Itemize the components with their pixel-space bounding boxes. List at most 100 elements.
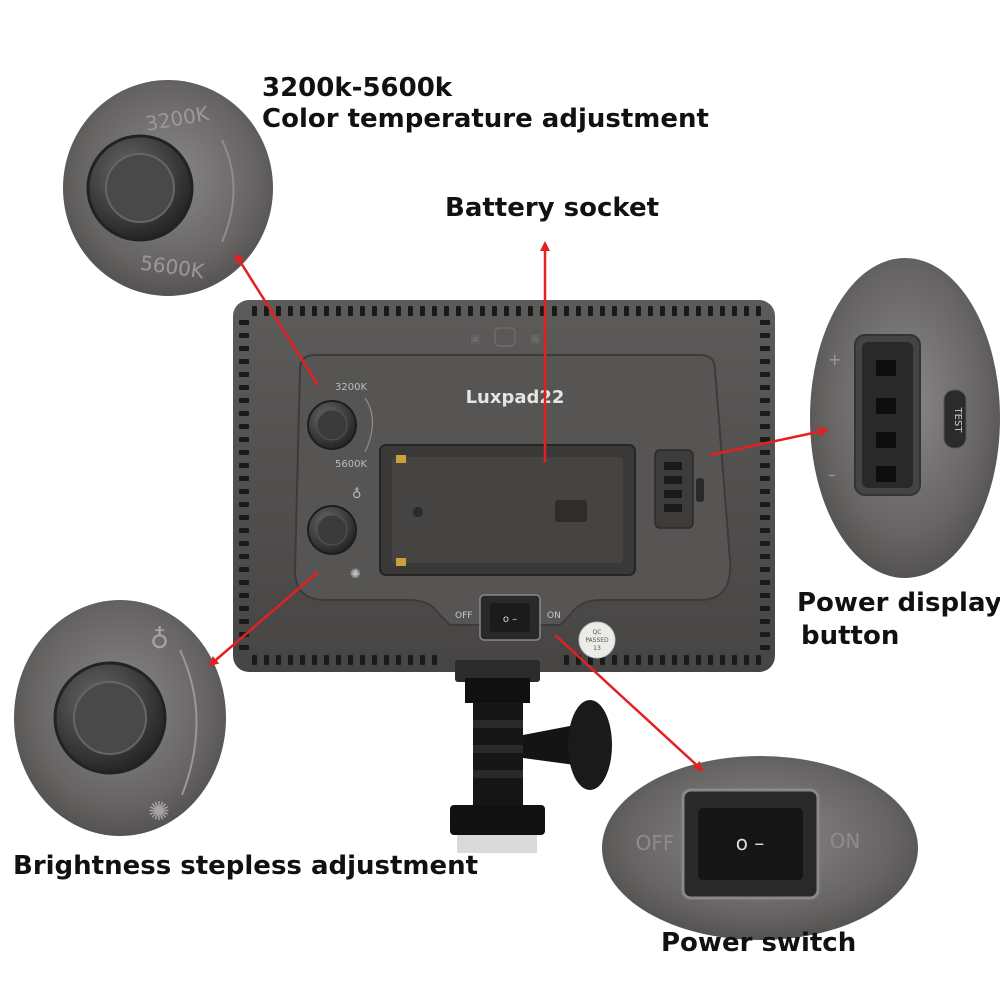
vent-slot [239, 515, 249, 520]
vent-slot [239, 333, 249, 338]
power-switch-rocker [490, 603, 530, 632]
vent-slot [468, 306, 473, 316]
vent-slot [239, 645, 249, 650]
vent-slot [760, 489, 770, 494]
vent-slot [239, 346, 249, 351]
vent-slot [636, 655, 641, 665]
qc-line2: PASSED [585, 637, 609, 644]
power-display-bars [664, 462, 682, 512]
vent-slot [760, 554, 770, 559]
vent-slot [239, 606, 249, 611]
vent-slot [760, 567, 770, 572]
vent-slot [252, 306, 257, 316]
vent-slot [239, 372, 249, 377]
power-display [654, 449, 694, 529]
vent-slot [648, 655, 653, 665]
vent-slot [744, 655, 749, 665]
vent-slot [239, 320, 249, 325]
vent-slot [600, 306, 605, 316]
vent-slot [636, 306, 641, 316]
qc-line1: QC [593, 629, 602, 636]
test-button-small[interactable] [696, 478, 704, 502]
vent-slot [760, 424, 770, 429]
vent-slot [239, 541, 249, 546]
vent-slot [348, 655, 353, 665]
zoom-switch-rocker [698, 808, 803, 880]
zoom-plus-mark: + [828, 350, 841, 369]
zoom-display-bars [876, 360, 896, 482]
vent-slot [408, 655, 413, 665]
vent-slot [239, 398, 249, 403]
zoom-power-display: TEST + – [810, 258, 1000, 578]
vent-slot [760, 463, 770, 468]
vent-slot [720, 655, 725, 665]
model-name: Luxpad22 [466, 387, 565, 408]
vent-slot [239, 476, 249, 481]
battery-plate-inner [392, 457, 623, 563]
vent-slot [564, 306, 569, 316]
vent-slot [348, 306, 353, 316]
vent-slot [760, 320, 770, 325]
zoom-display-window [862, 342, 913, 488]
bulb-outline-icon: ♁ [352, 487, 362, 502]
vent-slot [648, 306, 653, 316]
vent-slot [624, 306, 629, 316]
qc-sticker [578, 621, 616, 659]
vent-slot [696, 306, 701, 316]
vent-slot [239, 424, 249, 429]
vent-slot [760, 450, 770, 455]
battery-screw [413, 507, 423, 517]
vent-slot [760, 541, 770, 546]
vent-slot [624, 655, 629, 665]
vent-slot [684, 655, 689, 665]
qc-line3: 13 [593, 645, 601, 652]
vent-slot [760, 593, 770, 598]
zoom-power-switch: OFF ON o – [602, 756, 918, 940]
vent-slot [720, 306, 725, 316]
vent-slot [408, 306, 413, 316]
dial-label-5600: 5600K [335, 459, 367, 470]
vent-slot [420, 655, 425, 665]
vent-slot [384, 306, 389, 316]
vent-slot [516, 306, 521, 316]
callout-battery-socket: Battery socket [445, 193, 660, 223]
vent-slot [612, 306, 617, 316]
vent-slot [372, 306, 377, 316]
vent-slot [432, 306, 437, 316]
vent-slot [239, 554, 249, 559]
vent-slot [239, 580, 249, 585]
vent-slot [288, 306, 293, 316]
vent-slot [239, 593, 249, 598]
vents-right [760, 320, 770, 650]
zoom-rocker-marks: o – [736, 831, 765, 855]
zoom-dial-arc [221, 139, 235, 243]
vent-slot [504, 306, 509, 316]
vent-slot [264, 306, 269, 316]
vent-slot [660, 655, 665, 665]
vent-slot [480, 306, 485, 316]
vent-slot [760, 619, 770, 624]
vent-slot [760, 515, 770, 520]
zoom-knob-cap [105, 153, 175, 223]
vent-slot [324, 655, 329, 665]
vent-slot [239, 450, 249, 455]
vent-slot [239, 567, 249, 572]
vent-slot [239, 359, 249, 364]
vent-slot [760, 372, 770, 377]
zoom-minus-mark: – [828, 465, 836, 484]
switch-on-label: ON [547, 611, 561, 621]
vent-slot [564, 655, 569, 665]
mount-locking-knob[interactable] [568, 700, 612, 790]
vent-slot [760, 385, 770, 390]
vent-slot [696, 655, 701, 665]
vent-slot [760, 398, 770, 403]
vent-slot [672, 655, 677, 665]
vent-slot [300, 306, 305, 316]
zoom-test-button [943, 389, 967, 449]
vent-slot [760, 580, 770, 585]
vent-slot [239, 437, 249, 442]
vent-slot [239, 463, 249, 468]
vent-slot [760, 359, 770, 364]
switch-off-label: OFF [455, 611, 472, 621]
